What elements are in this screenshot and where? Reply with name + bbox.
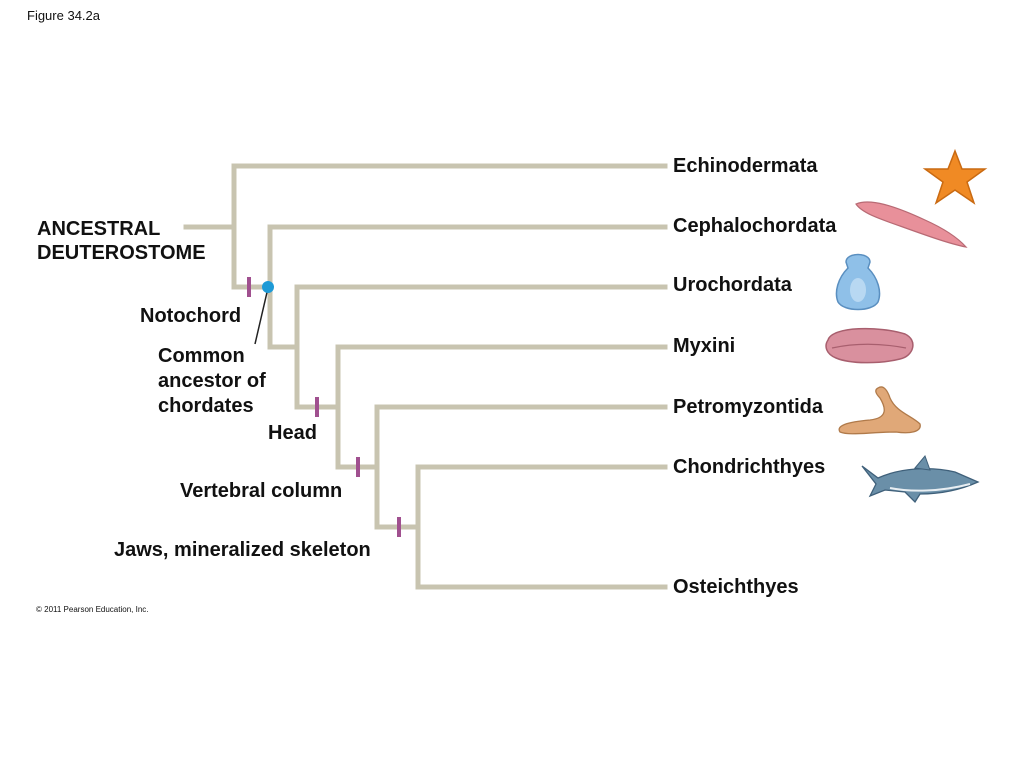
hagfish-icon (825, 327, 914, 364)
copyright-notice: © 2011 Pearson Education, Inc. (36, 605, 149, 614)
common-ancestor-line3: chordates (158, 395, 254, 417)
taxon-cephalochordata: Cephalochordata (673, 215, 837, 237)
taxon-myxini: Myxini (673, 335, 736, 357)
lamprey-icon (838, 386, 921, 435)
branch-node5 (374, 404, 421, 530)
common-ancestor-line1: Common (158, 345, 245, 367)
taxon-chondrichthyes: Chondrichthyes (673, 456, 826, 478)
taxon-osteichthyes: Osteichthyes (673, 576, 799, 598)
branch-node2 (267, 224, 300, 350)
character-common-ancestor: Common ancestor of chordates (158, 344, 266, 419)
ancestor-pointer-line (254, 287, 269, 345)
character-head: Head (268, 422, 317, 444)
branch-node4 (335, 344, 380, 470)
character-vertebral-column: Vertebral column (180, 480, 343, 502)
taxon-petromyzontida: Petromyzontida (673, 396, 824, 418)
taxon-echinodermata: Echinodermata (673, 155, 818, 177)
shark-icon (861, 455, 980, 504)
character-markers (247, 277, 401, 537)
root-label-line2: DEUTEROSTOME (37, 242, 206, 264)
root-label: ANCESTRAL DEUTEROSTOME (37, 217, 206, 265)
taxon-urochordata: Urochordata (673, 274, 792, 296)
lancelet-icon (855, 201, 968, 248)
starfish-icon (922, 148, 988, 205)
tree-branches (183, 163, 668, 590)
figure-label: Figure 34.2a (27, 8, 100, 23)
character-jaws: Jaws, mineralized skeleton (114, 539, 371, 561)
character-notochord: Notochord (140, 305, 242, 327)
branch-node1 (231, 163, 273, 290)
branch-osteichthyes (415, 464, 668, 590)
branch-node3 (294, 284, 341, 410)
tunicate-icon (835, 253, 881, 311)
root-label-line1: ANCESTRAL (37, 218, 161, 240)
common-ancestor-dot (262, 281, 274, 293)
common-ancestor-line2: ancestor of (158, 370, 266, 392)
